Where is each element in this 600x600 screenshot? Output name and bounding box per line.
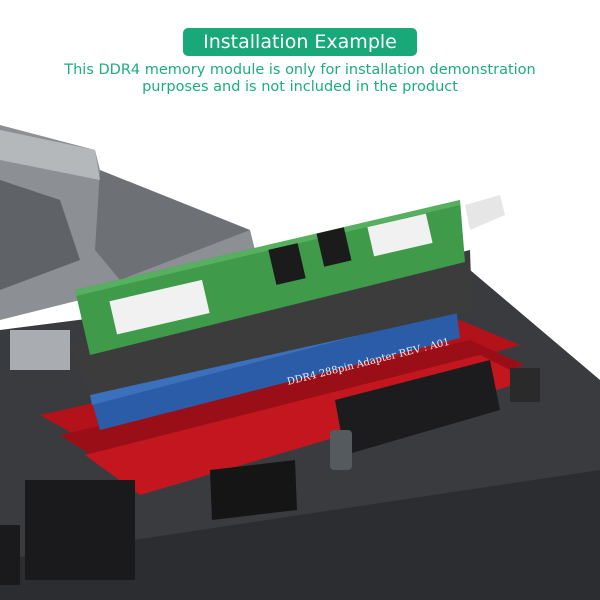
sata-ports xyxy=(25,480,135,580)
disclaimer-text: This DDR4 memory module is only for inst… xyxy=(0,62,600,96)
disclaimer-line-1: This DDR4 memory module is only for inst… xyxy=(64,62,536,78)
power-connector xyxy=(335,360,500,455)
installation-example-banner: Installation Example xyxy=(183,28,417,56)
disclaimer-line-2: purposes and is not included in the prod… xyxy=(142,79,458,95)
